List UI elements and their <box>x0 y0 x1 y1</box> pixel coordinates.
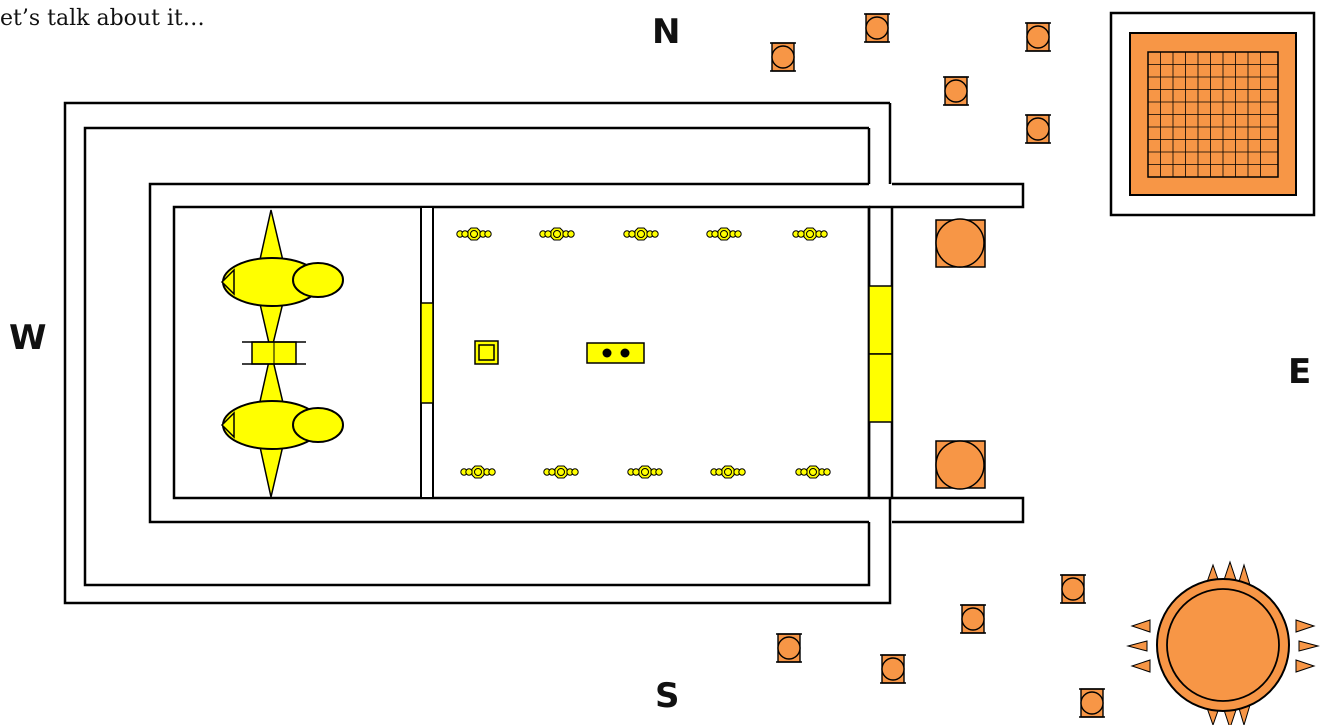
outer-court-wall <box>63 101 892 605</box>
compass-east: E <box>1288 352 1312 392</box>
molten-sea-icon <box>1126 560 1320 725</box>
compass-west: W <box>9 318 47 358</box>
altar-of-incense-icon <box>474 340 499 365</box>
compass-south: S <box>655 676 680 716</box>
veil-panel <box>420 302 434 404</box>
laver-icon <box>769 13 1106 718</box>
cherub-wings-icon <box>220 209 344 498</box>
caption-text: et’s talk about it… <box>0 6 205 31</box>
compass-north: N <box>652 12 681 52</box>
bronze-pillar-icon <box>935 218 986 490</box>
table-of-showbread-icon <box>586 342 645 364</box>
temple-entrance-doors <box>868 285 893 423</box>
bronze-altar-icon <box>1109 11 1316 217</box>
inner-court-wall <box>148 182 1025 530</box>
ark-of-covenant-icon <box>242 341 306 365</box>
